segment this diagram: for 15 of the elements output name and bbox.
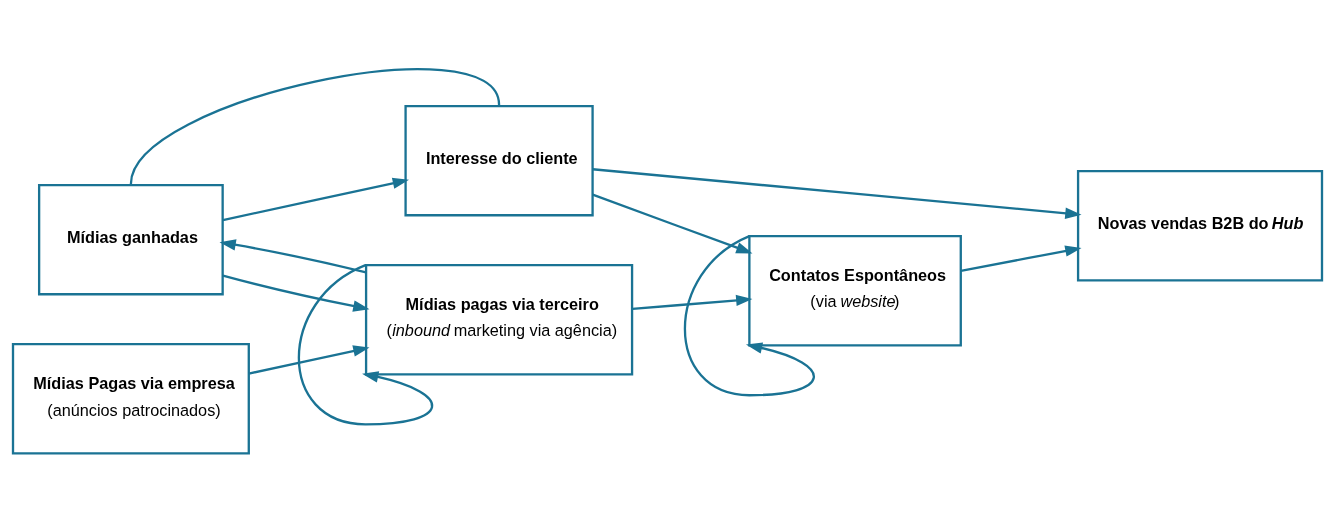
arrow (592, 193, 753, 254)
arrow (248, 345, 370, 375)
arrow (960, 245, 1082, 272)
arrow (219, 239, 367, 274)
node-box: Mídias pagas via terceiro (inbound marketing via agência) (364, 264, 634, 376)
node-box: Novas vendas B2B do Hub (1076, 169, 1324, 282)
arrow (592, 168, 1082, 219)
node-box: Mídias Pagas via empresa (anúncios patrocinados) (11, 343, 250, 455)
connector (129, 68, 501, 185)
arrow (632, 294, 753, 311)
node-box: Mídias ganhadas (37, 183, 224, 296)
node-box: Contatos Espontâneos (via website) (748, 235, 962, 347)
arrow (222, 177, 409, 222)
arrow (222, 274, 370, 312)
node-box: Interesse do cliente (404, 104, 594, 217)
